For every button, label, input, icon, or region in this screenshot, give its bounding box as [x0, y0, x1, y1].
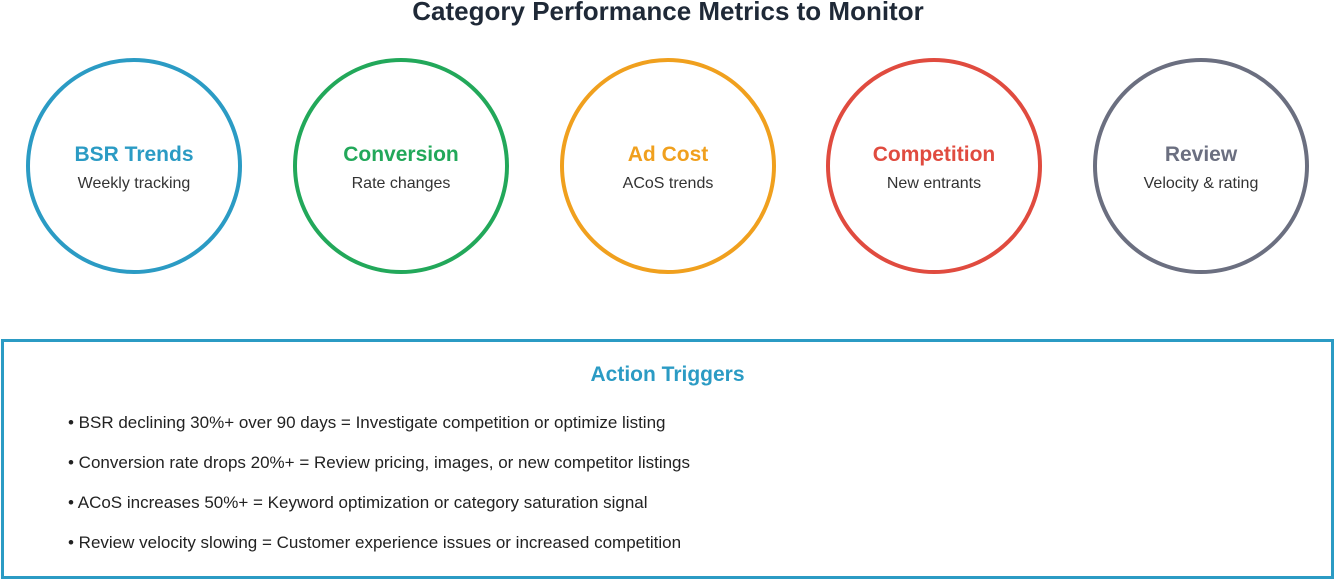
- page-title: Category Performance Metrics to Monitor: [412, 0, 924, 26]
- metric-circle-bsr-trends: BSR Trends Weekly tracking: [26, 58, 242, 274]
- action-trigger-item: • BSR declining 30%+ over 90 days = Inve…: [68, 413, 666, 432]
- metric-subtitle: Rate changes: [351, 175, 451, 192]
- metric-title: Conversion: [343, 143, 459, 166]
- metric-subtitle: New entrants: [886, 175, 982, 192]
- metric-title: Ad Cost: [627, 143, 709, 166]
- action-triggers-title: Action Triggers: [590, 363, 745, 386]
- metric-circle-review: Review Velocity & rating: [1093, 58, 1309, 274]
- action-trigger-item: • Review velocity slowing = Customer exp…: [68, 533, 682, 552]
- metric-circle-competition: Competition New entrants: [826, 58, 1042, 274]
- metric-title: BSR Trends: [74, 143, 194, 166]
- metric-subtitle: ACoS trends: [622, 175, 714, 192]
- metric-title: Review: [1164, 143, 1238, 166]
- action-trigger-item: • ACoS increases 50%+ = Keyword optimiza…: [68, 493, 648, 512]
- metric-subtitle: Velocity & rating: [1143, 175, 1259, 192]
- metric-title: Competition: [872, 143, 996, 166]
- metric-subtitle: Weekly tracking: [77, 175, 191, 192]
- metric-circle-conversion: Conversion Rate changes: [293, 58, 509, 274]
- action-triggers-panel: Action Triggers • BSR declining 30%+ ove…: [1, 339, 1334, 579]
- action-trigger-item: • Conversion rate drops 20%+ = Review pr…: [68, 453, 691, 472]
- metric-circle-ad-cost: Ad Cost ACoS trends: [560, 58, 776, 274]
